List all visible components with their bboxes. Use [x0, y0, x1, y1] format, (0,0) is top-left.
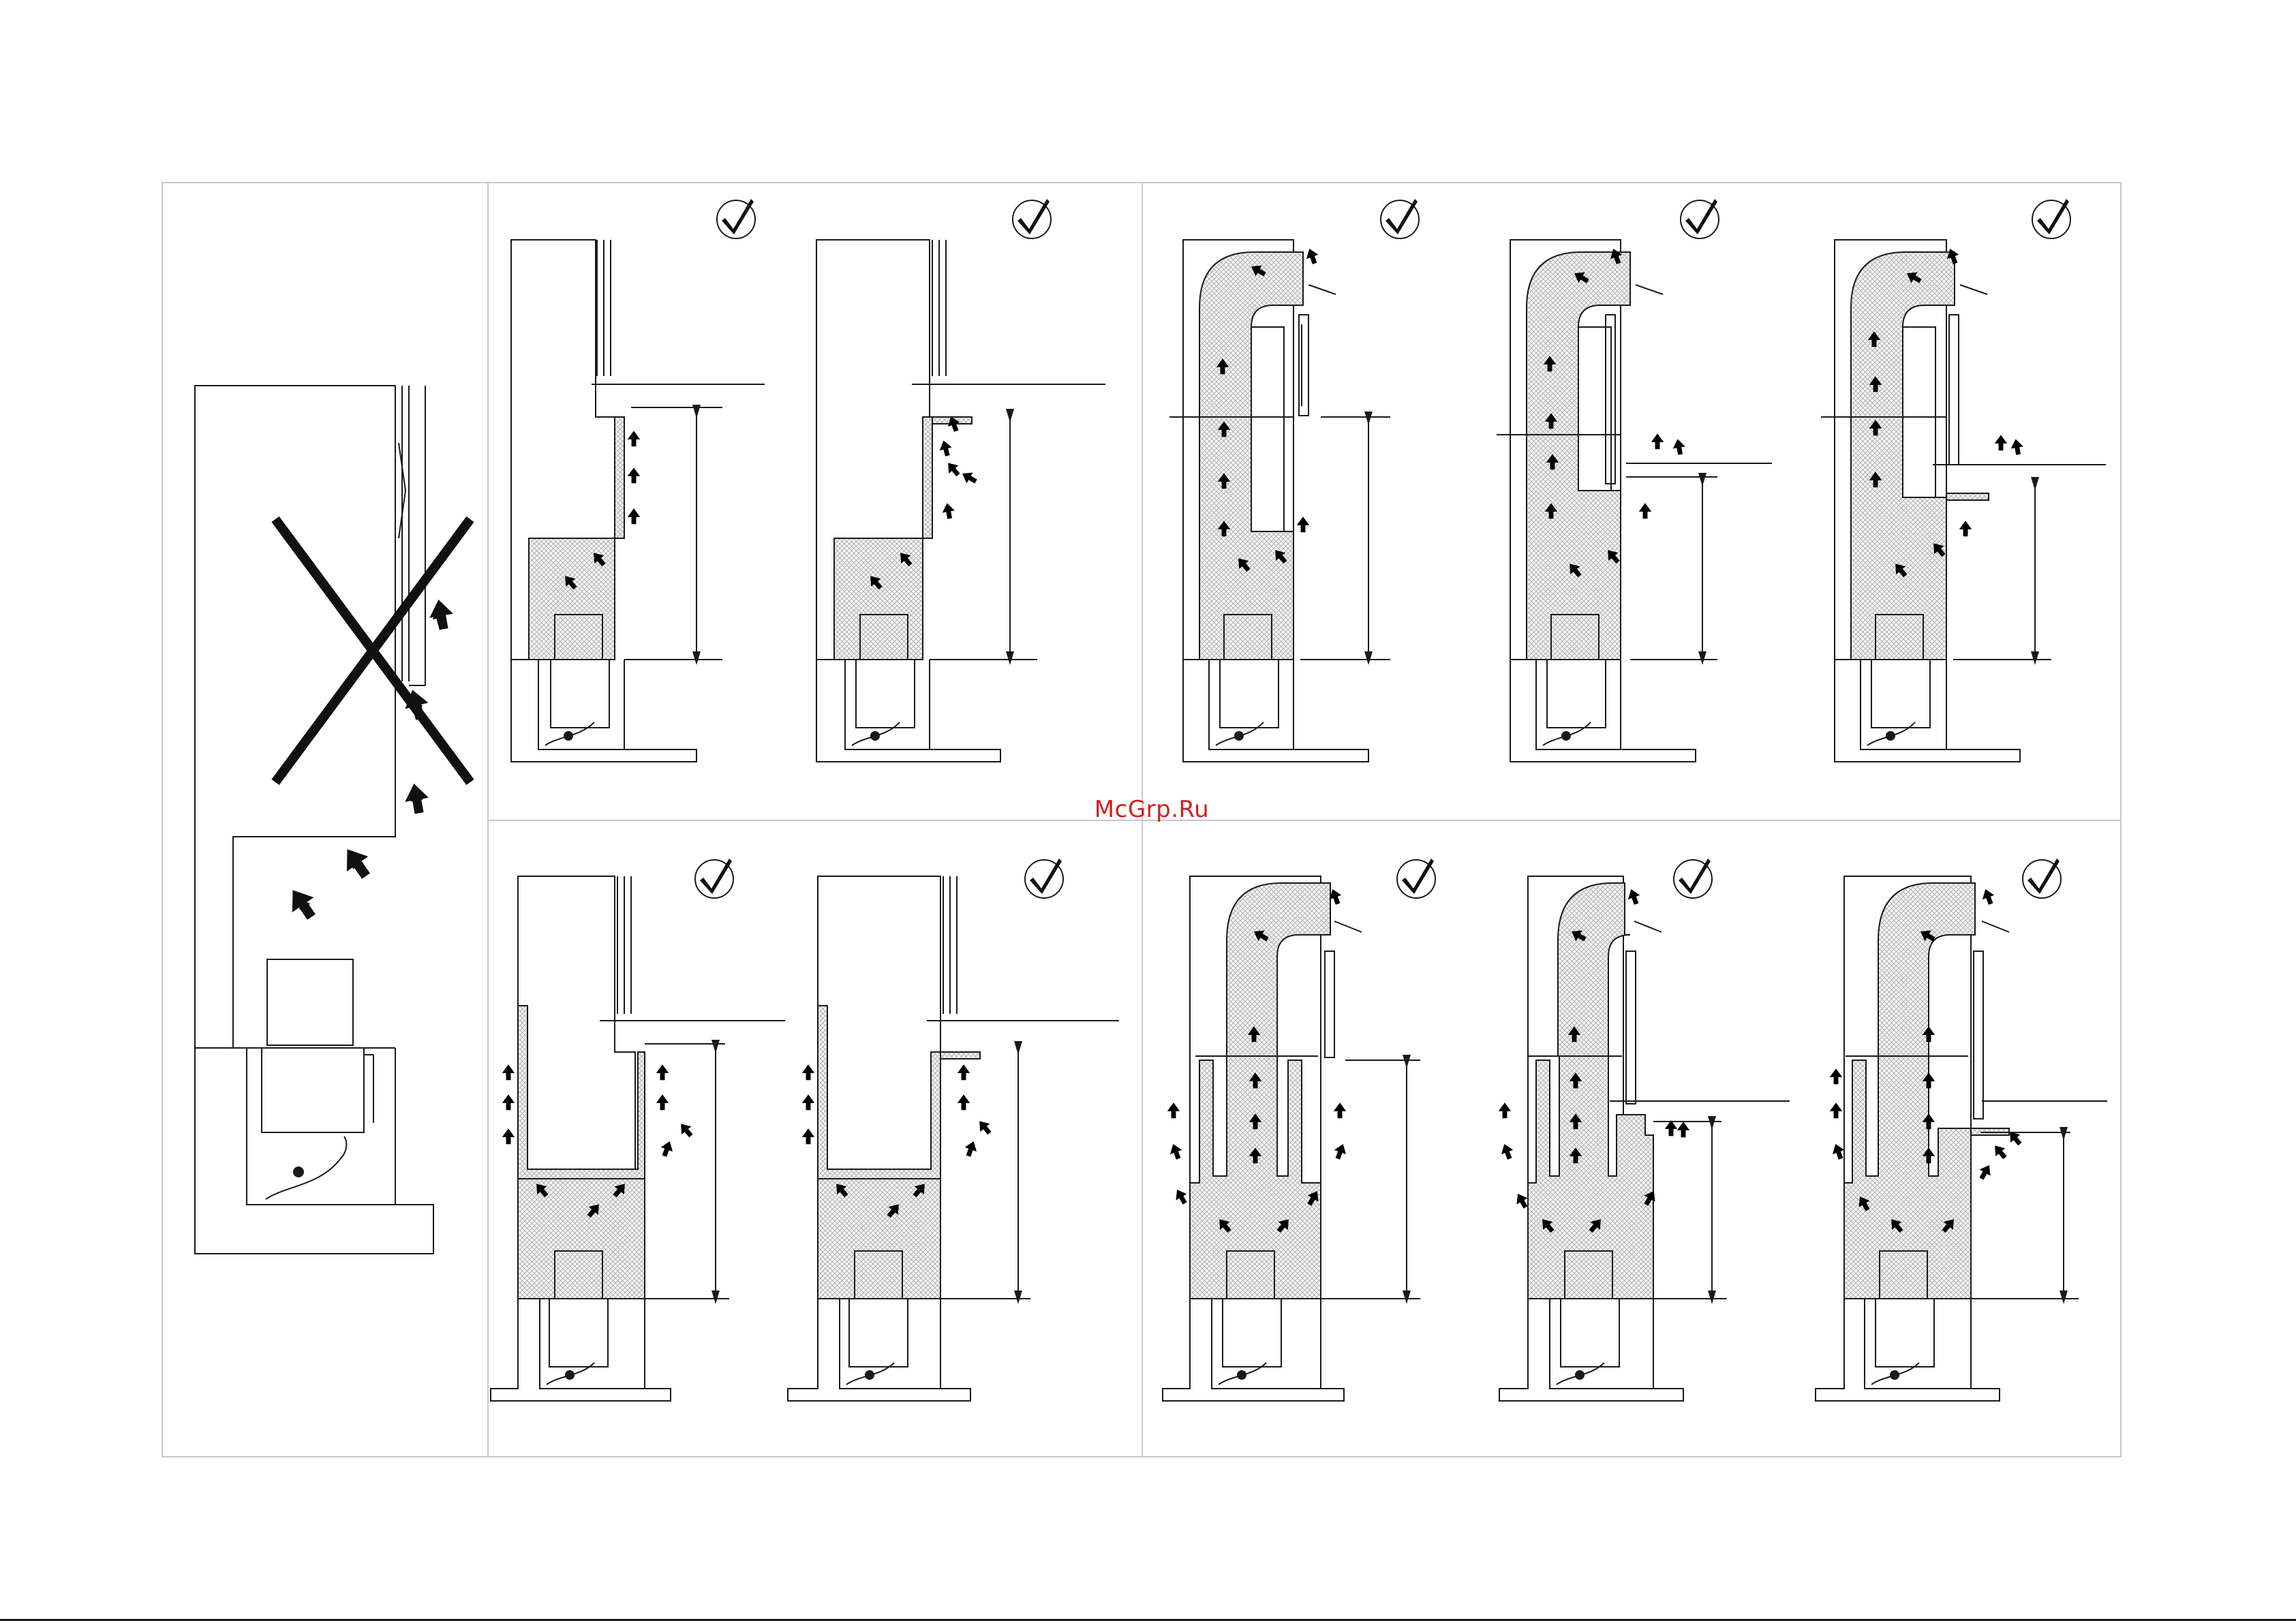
airflow-arrow-icon: [502, 1064, 515, 1080]
airflow-arrow-icon: [943, 459, 963, 479]
panel-top-3: [1169, 240, 1390, 762]
panel-bottom-4: [1499, 876, 1790, 1401]
airflow-arrow-icon: [628, 467, 640, 483]
airflow-arrow-icon: [1830, 1068, 1842, 1084]
check-icon: [1381, 199, 1419, 238]
airflow-arrow-icon: [1167, 1142, 1184, 1161]
airflow-arrow-icon: [802, 1094, 814, 1110]
airflow-arrow-icon: [2010, 438, 2025, 456]
panel-bottom-2: [788, 876, 1119, 1401]
airflow-arrow-icon: [427, 598, 455, 631]
check-icon: [1397, 859, 1435, 898]
check-icon: [2023, 859, 2061, 898]
panel-bottom-3: [1163, 876, 1420, 1401]
airflow-arrow-icon: [1665, 1120, 1677, 1136]
check-icon: [1681, 199, 1719, 238]
panel-bottom-1: [491, 876, 785, 1401]
cable-plug-icon: [871, 732, 879, 740]
airflow-arrow-icon: [1167, 1102, 1180, 1118]
airflow-arrow-icon: [628, 508, 640, 524]
airflow-arrow-icon: [656, 1094, 669, 1110]
airflow-arrow-icon: [402, 782, 431, 815]
airflow-arrow-icon: [656, 1064, 669, 1080]
airflow-arrow-icon: [628, 431, 640, 446]
airflow-arrow-icon: [1677, 1122, 1689, 1137]
cable-plug-icon: [1891, 1371, 1899, 1379]
airflow-arrow-icon: [1830, 1102, 1842, 1118]
cable-plug-icon: [294, 1167, 303, 1177]
airflow-arrow-icon: [959, 468, 979, 486]
airflow-arrow-icon: [1959, 521, 1972, 536]
cable-plug-icon: [564, 732, 572, 740]
cable-plug-icon: [1238, 1371, 1246, 1379]
cable-plug-icon: [1235, 732, 1243, 740]
panel-top-4: [1497, 240, 1772, 762]
airflow-arrow-icon: [1672, 438, 1687, 456]
cable-plug-icon: [866, 1371, 874, 1379]
airflow-arrow-icon: [941, 502, 956, 520]
cable-plug-icon: [1562, 732, 1570, 740]
airflow-arrow-icon: [502, 1094, 515, 1110]
airflow-arrow-icon: [1995, 435, 2007, 450]
airflow-arrow-icon: [502, 1128, 515, 1144]
airflow-arrow-icon: [282, 882, 322, 924]
airflow-arrow-icon: [1499, 1102, 1511, 1118]
airflow-arrow-icon: [676, 1120, 696, 1140]
airflow-arrow-icon: [938, 439, 954, 457]
airflow-arrow-icon: [1499, 1142, 1516, 1161]
check-icon: [1013, 199, 1051, 238]
panel-top-2: [816, 240, 1105, 762]
watermark: McGrp.Ru: [1070, 796, 1234, 823]
airflow-arrow-icon: [1304, 247, 1321, 266]
airflow-arrow-icon: [1976, 1162, 1994, 1181]
airflow-arrow-icon: [1332, 1142, 1349, 1161]
airflow-arrow-icon: [802, 1128, 814, 1144]
prohibited-cross-icon: [275, 519, 470, 782]
panel-incorrect: [195, 386, 470, 1254]
cable-plug-icon: [1886, 732, 1895, 740]
panel-top-5: [1821, 240, 2106, 762]
airflow-arrow-icon: [1334, 1102, 1346, 1118]
panel-bottom-5: [1816, 876, 2107, 1401]
airflow-arrow-icon: [1297, 516, 1309, 532]
airflow-arrow-icon: [1639, 503, 1651, 519]
check-icon: [717, 199, 755, 238]
airflow-arrow-icon: [802, 1064, 814, 1080]
check-icon: [1674, 859, 1712, 898]
check-icon: [2032, 199, 2070, 238]
check-icon: [695, 859, 733, 898]
airflow-arrows: [282, 247, 2025, 1235]
airflow-arrow-icon: [975, 1117, 994, 1137]
airflow-arrow-icon: [1990, 1142, 2010, 1162]
page-bottom-rule: [0, 1619, 2296, 1621]
airflow-arrow-icon: [958, 1064, 970, 1080]
airflow-arrow-icon: [337, 841, 377, 883]
check-icon: [1025, 859, 1063, 898]
airflow-arrow-icon: [1625, 887, 1642, 906]
panel-top-1: [511, 240, 765, 762]
cable-plug-icon: [1576, 1371, 1584, 1379]
airflow-arrow-icon: [1172, 1186, 1190, 1206]
airflow-arrow-icon: [1980, 887, 1997, 906]
airflow-arrow-icon: [1651, 433, 1664, 449]
airflow-arrow-icon: [962, 1139, 979, 1158]
airflow-arrow-icon: [658, 1139, 675, 1158]
airflow-arrow-icon: [958, 1094, 970, 1110]
cable-plug-icon: [566, 1371, 574, 1379]
